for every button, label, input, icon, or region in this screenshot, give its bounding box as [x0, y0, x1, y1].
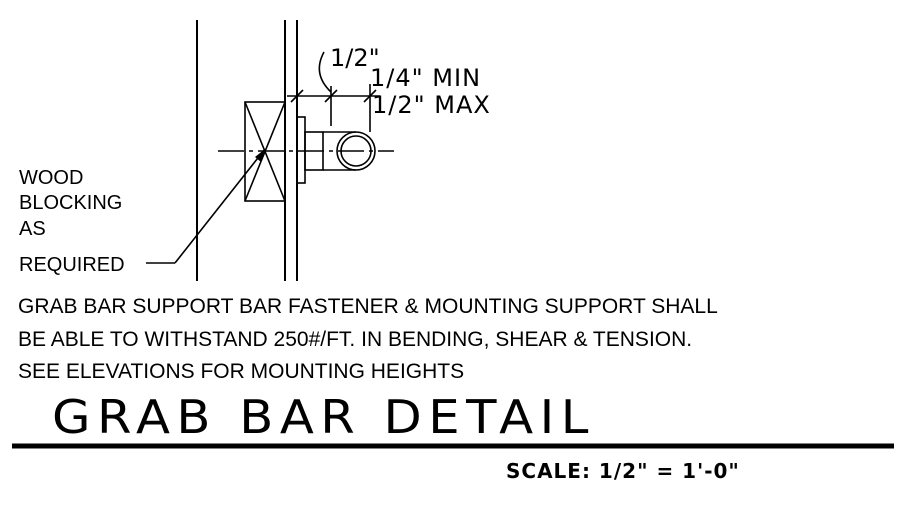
- callout-blocking: BLOCKING: [19, 192, 122, 214]
- callout-wood: WOOD: [19, 167, 83, 189]
- scale-label: SCALE: 1/2" = 1'-0": [506, 459, 740, 483]
- grab-bar-flange: [296, 116, 324, 184]
- detail-title: GRAB BAR DETAIL: [52, 390, 595, 444]
- callout-as: AS: [19, 218, 46, 240]
- dimension-lines: [287, 51, 380, 132]
- dim-max-label: 1/2" MAX: [372, 91, 491, 119]
- dim-half-inch-label: 1/2": [330, 44, 380, 72]
- leader-arrowhead: [255, 149, 265, 162]
- callout-required: REQUIRED: [19, 254, 125, 276]
- dim-min-label: 1/4" MIN: [370, 64, 481, 92]
- note-line-1: GRAB BAR SUPPORT BAR FASTENER & MOUNTING…: [18, 295, 718, 318]
- blocking-leader: [146, 148, 266, 264]
- note-line-3: SEE ELEVATIONS FOR MOUNTING HEIGHTS: [18, 360, 465, 383]
- note-line-2: BE ABLE TO WITHSTAND 250#/FT. IN BENDING…: [18, 328, 693, 351]
